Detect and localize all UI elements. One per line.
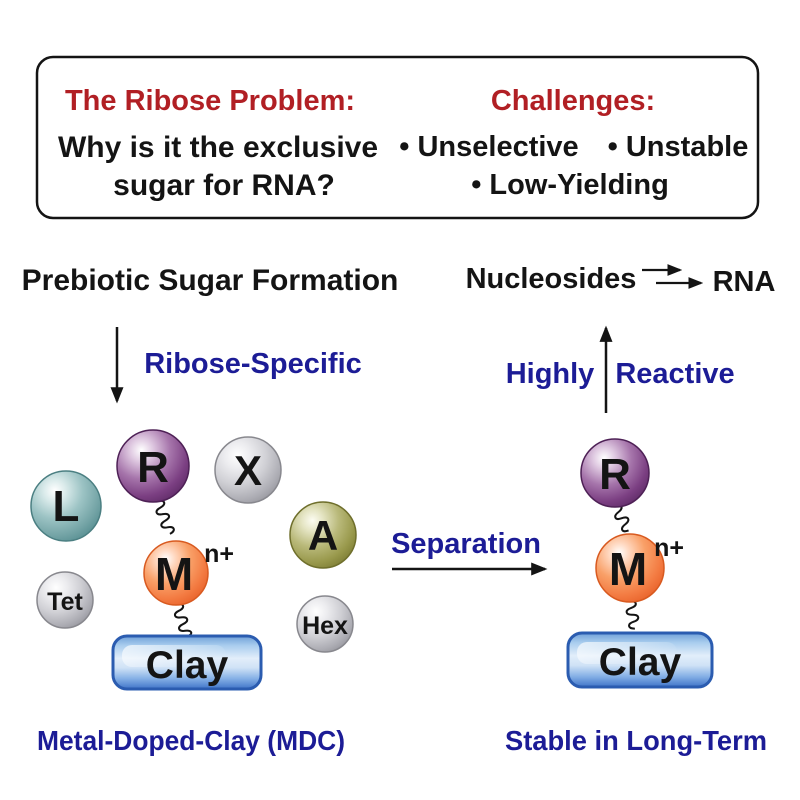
tetrose-sphere xyxy=(36,571,94,629)
mdc-caption: Metal-Doped-Clay (MDC) xyxy=(37,725,345,756)
highly-label: Highly xyxy=(506,358,595,390)
hexose-label: Hex xyxy=(302,612,348,640)
nucleosides-label: Nucleosides xyxy=(466,263,637,295)
ribose-label-left: R xyxy=(137,443,169,492)
ribose-sphere-left xyxy=(116,429,190,503)
metal-label-right: M xyxy=(609,543,647,595)
bond-squiggle-r-m-right xyxy=(614,504,630,533)
problem-title: The Ribose Problem: xyxy=(65,85,355,117)
ribose-sphere-right xyxy=(580,438,650,508)
problem-question-line1: Why is it the exclusive xyxy=(58,131,378,164)
reactive-label: Reactive xyxy=(615,358,734,390)
metal-label-left: M xyxy=(155,548,193,600)
challenge-unselective: • Unselective xyxy=(399,131,578,163)
clay-label-left: Clay xyxy=(146,644,229,687)
metal-charge-left: n+ xyxy=(204,540,234,568)
other-sugar-label: X xyxy=(234,447,262,494)
challenge-unstable: • Unstable xyxy=(608,131,749,163)
aldose-label: A xyxy=(308,512,338,559)
prebiotic-heading: Prebiotic Sugar Formation xyxy=(22,264,399,297)
aldose-sphere xyxy=(289,501,357,569)
tetrose-label: Tet xyxy=(47,588,83,616)
hexose-sphere xyxy=(296,595,354,653)
problem-question-line2: sugar for RNA? xyxy=(113,169,335,202)
bond-squiggle-m-clay-left xyxy=(174,602,193,638)
clay-label-right: Clay xyxy=(599,641,682,684)
clay-box-left-shine xyxy=(122,645,226,667)
other-sugar-sphere xyxy=(214,436,282,504)
metal-sphere-left xyxy=(143,540,209,606)
clay-box-right-shine xyxy=(577,642,677,664)
metal-charge-right: n+ xyxy=(654,534,684,562)
separation-label: Separation xyxy=(391,528,541,560)
ribose-label-right: R xyxy=(599,450,631,499)
stable-caption: Stable in Long-Term xyxy=(505,725,767,756)
ligand-label: L xyxy=(53,482,80,531)
rna-label: RNA xyxy=(713,266,776,298)
bond-squiggle-r-m-left xyxy=(155,499,175,535)
challenges-title: Challenges: xyxy=(491,85,655,117)
bond-squiggle-m-clay-right xyxy=(625,599,640,630)
challenge-low-yielding: • Low-Yielding xyxy=(471,169,669,201)
metal-sphere-right xyxy=(595,533,665,603)
problem-box xyxy=(35,55,760,220)
ligand-sphere xyxy=(30,470,102,542)
ribose-specific-label: Ribose-Specific xyxy=(144,348,362,380)
